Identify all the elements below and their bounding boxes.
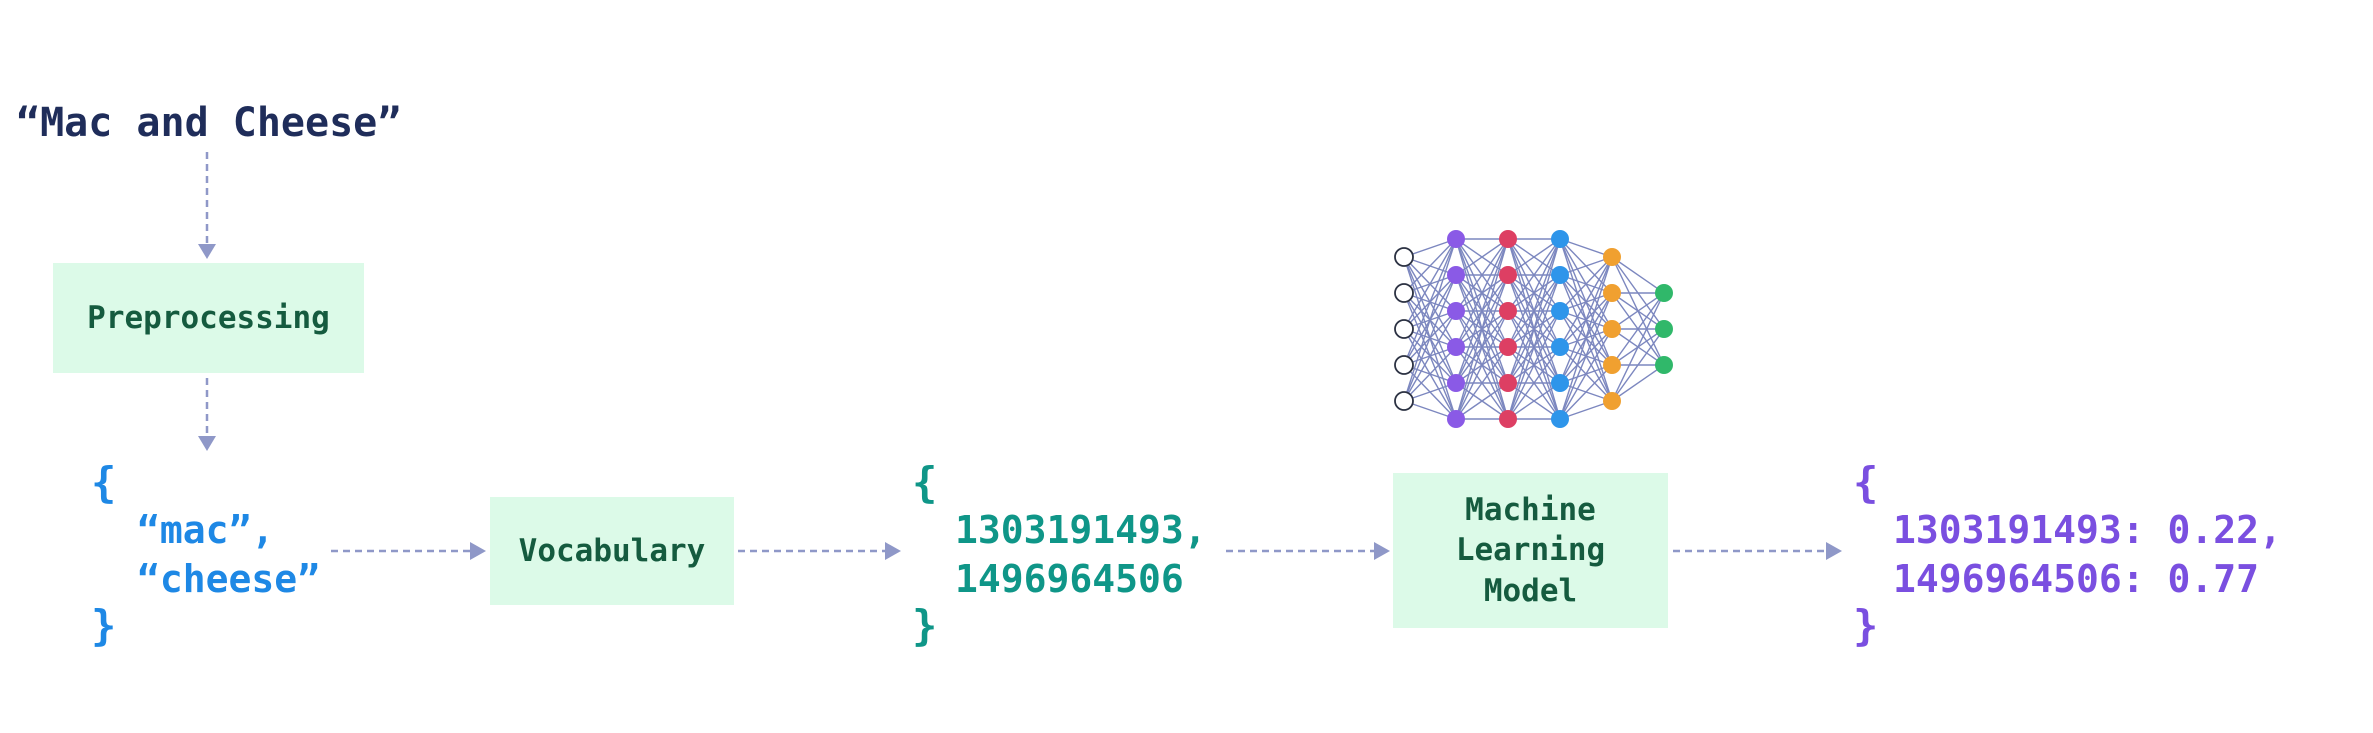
token-item: “cheese”	[137, 557, 321, 601]
network-edge	[1455, 346, 1509, 420]
network-node	[1447, 230, 1465, 248]
preprocessing-box: Preprocessing	[53, 263, 364, 373]
input-text: “Mac and Cheese”	[16, 100, 402, 146]
network-edge	[1403, 238, 1457, 402]
network-edge	[1559, 400, 1613, 420]
network-node	[1499, 266, 1517, 284]
network-node	[1499, 410, 1517, 428]
network-edge	[1559, 256, 1613, 276]
network-node	[1394, 247, 1414, 267]
network-edge	[1507, 310, 1561, 420]
network-node	[1603, 320, 1621, 338]
network-edge	[1559, 256, 1613, 384]
network-edge	[1559, 256, 1613, 420]
network-edge	[1559, 238, 1613, 258]
network-node	[1499, 374, 1517, 392]
network-edge	[1507, 274, 1561, 420]
network-edge	[1455, 382, 1509, 420]
network-node	[1603, 392, 1621, 410]
arrowhead	[1826, 542, 1842, 560]
network-edge	[1455, 238, 1509, 312]
network-edge	[1507, 238, 1561, 420]
id-item: 1303191493,	[955, 508, 1207, 552]
network-edge	[1455, 238, 1509, 420]
network-edge	[1559, 292, 1613, 420]
network-edge	[1559, 256, 1613, 312]
network-node	[1551, 338, 1569, 356]
scores-open-brace: {	[1853, 458, 1879, 507]
network-edge	[1559, 256, 1613, 348]
id-item: 1496964506	[955, 557, 1184, 601]
ids-open-brace: {	[912, 458, 938, 507]
network-edge	[1559, 364, 1613, 420]
vocabulary-box: Vocabulary	[490, 497, 734, 605]
network-edge	[1507, 238, 1561, 384]
network-edge	[1507, 382, 1561, 420]
network-node	[1655, 284, 1673, 302]
scores-close-brace: }	[1853, 601, 1879, 650]
network-edge	[1455, 310, 1509, 420]
network-edge	[1403, 238, 1457, 330]
network-edge	[1611, 364, 1665, 402]
network-node	[1499, 302, 1517, 320]
network-node	[1447, 410, 1465, 428]
network-node	[1603, 284, 1621, 302]
score-item: 1303191493: 0.22,	[1893, 508, 2282, 552]
network-edge	[1507, 346, 1561, 420]
network-edge	[1611, 328, 1665, 402]
network-edge	[1403, 346, 1457, 402]
network-node	[1499, 230, 1517, 248]
network-node	[1551, 230, 1569, 248]
model-box: Machine Learning Model	[1393, 473, 1668, 628]
ids-close-brace: }	[912, 601, 938, 650]
network-node	[1447, 302, 1465, 320]
network-edge	[1455, 274, 1509, 420]
network-node	[1655, 320, 1673, 338]
network-node	[1447, 338, 1465, 356]
arrowhead	[885, 542, 901, 560]
network-node	[1603, 356, 1621, 374]
network-edge	[1455, 238, 1509, 276]
tokens-close-brace: }	[91, 601, 117, 650]
network-node	[1394, 319, 1414, 339]
network-edge	[1403, 238, 1457, 366]
network-node	[1655, 356, 1673, 374]
network-edge	[1611, 256, 1665, 294]
network-edge	[1611, 292, 1665, 330]
network-edge	[1611, 292, 1665, 366]
network-node	[1447, 266, 1465, 284]
network-node	[1551, 410, 1569, 428]
network-node	[1551, 302, 1569, 320]
arrowhead	[198, 436, 216, 451]
arrowhead	[1374, 542, 1390, 560]
network-node	[1394, 391, 1414, 411]
network-node	[1394, 283, 1414, 303]
tokens-open-brace: {	[91, 458, 117, 507]
network-node	[1551, 266, 1569, 284]
network-edge	[1559, 328, 1613, 420]
arrowhead	[470, 542, 486, 560]
network-node	[1447, 374, 1465, 392]
token-item: “mac”,	[137, 508, 275, 552]
network-edge	[1611, 292, 1665, 402]
network-node	[1603, 248, 1621, 266]
network-edge	[1455, 238, 1509, 384]
network-edge	[1507, 238, 1561, 276]
arrowhead	[198, 244, 216, 259]
network-edge	[1455, 238, 1509, 348]
network-node	[1394, 355, 1414, 375]
network-edge	[1507, 238, 1561, 348]
network-node	[1499, 338, 1517, 356]
network-edge	[1403, 274, 1457, 402]
network-edge	[1403, 238, 1457, 294]
network-node	[1551, 374, 1569, 392]
network-edge	[1403, 310, 1457, 402]
score-item: 1496964506: 0.77	[1893, 557, 2260, 601]
network-edge	[1507, 238, 1561, 312]
